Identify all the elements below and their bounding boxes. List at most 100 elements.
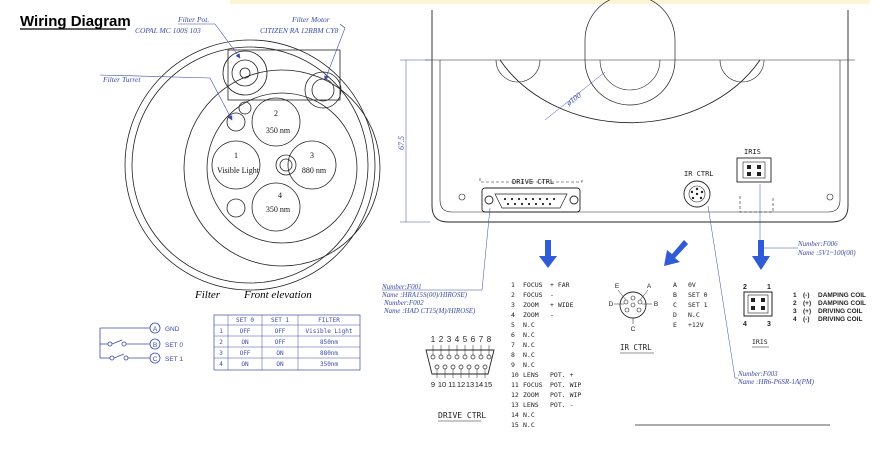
- pin-num: 12: [511, 391, 519, 399]
- pin-polarity: (-): [803, 292, 810, 299]
- page-title: Wiring Diagram: [20, 13, 131, 30]
- caption-filter: Filter: [194, 289, 221, 301]
- pin-func: FOCUS: [523, 381, 543, 389]
- pin-letter: E: [673, 321, 677, 329]
- table-cell: 1: [219, 328, 223, 335]
- filter-callouts: Filter Pot. COPAL MC 100S 103 Filter Mot…: [102, 15, 339, 84]
- db15-pins: [430, 354, 492, 370]
- callout-filter-turret: Filter Turret: [102, 75, 141, 84]
- pin-func: SET 1: [688, 301, 708, 309]
- filter-turret-inner-circle: [206, 92, 358, 244]
- window-2-num: 2: [274, 109, 278, 118]
- pin-letter: D: [673, 311, 677, 319]
- switch-gnd: GND: [165, 326, 180, 333]
- pin-polarity: (+): [803, 308, 811, 315]
- housing-iris-label: IRIS: [744, 148, 761, 156]
- pin-number: 6: [471, 335, 476, 344]
- top-band: [230, 0, 870, 4]
- pin-number: 2: [439, 335, 444, 344]
- pin-func: FOCUS: [523, 281, 543, 289]
- ir-ctrl-pin-letters: A B C D E: [609, 283, 659, 333]
- pin-polarity: (+): [803, 300, 811, 307]
- table-cell: 3: [219, 350, 223, 357]
- pin-letter: E: [615, 283, 620, 290]
- pin-number: 3: [767, 321, 771, 328]
- filter-turret-circle: [183, 69, 381, 267]
- pin-func: N.C: [523, 411, 535, 419]
- pin-letter: A: [647, 283, 652, 290]
- pin-number: 4: [793, 316, 797, 323]
- pin-number: 2: [743, 284, 747, 291]
- table-header-set1: SET 1: [271, 317, 289, 324]
- lens-bore-arc: [499, 59, 761, 124]
- pin-func: +12V: [688, 321, 704, 329]
- ir-ctrl-detail: A B C D E IR CTRL: [609, 283, 659, 354]
- filter-callout-leaders: [99, 23, 346, 121]
- iris-housing-pins: [747, 165, 761, 176]
- dimension-diameter: ø100: [564, 91, 583, 109]
- housing-outline: [431, 10, 849, 223]
- dimension-lines: [400, 59, 606, 223]
- pin-func: N.C: [523, 321, 535, 329]
- pin-detail: POT. +: [550, 371, 574, 379]
- connector-callout-leaders: [382, 184, 798, 379]
- pin-num: 7: [511, 341, 515, 349]
- pin-num: 6: [511, 331, 515, 339]
- ir-ctrl-connector: [683, 180, 711, 208]
- window-4-label: 350 nm: [266, 205, 291, 214]
- pin-number: 13: [466, 380, 474, 389]
- callout-f006-name: Name :5V1~100(00): [797, 249, 856, 257]
- pin-num: 13: [511, 401, 519, 409]
- pin-num: 2: [511, 291, 515, 299]
- turret-hub: [275, 154, 297, 176]
- drive-ctrl-housing-pins: [503, 197, 556, 206]
- switch-pin-letters: A B C: [153, 326, 158, 363]
- pin-number: 1: [767, 284, 771, 291]
- table-cell: ON: [241, 339, 249, 346]
- pin-func: DAMPING COIL: [818, 292, 866, 299]
- pin-letter: C: [631, 326, 636, 333]
- pin-detail: + FAR: [550, 281, 570, 289]
- drive-ctrl-arrow: [539, 240, 557, 268]
- motor-bracket: [227, 49, 341, 101]
- table-header-filter: FILTER: [318, 317, 340, 324]
- pin-letter: D: [609, 301, 614, 308]
- pin-func: DAMPING COIL: [818, 300, 866, 307]
- callout-f002-number: Number:F002: [383, 299, 424, 307]
- ir-ctrl-housing-pins: [690, 187, 704, 200]
- table-cell: OFF: [275, 328, 286, 335]
- table-cell: Visible Light: [306, 328, 353, 335]
- pin-number: 4: [743, 321, 747, 328]
- pin-number: 10: [438, 380, 446, 389]
- filter-window-labels: 2 350 nm 1 Visible Light 3 880 nm 4 350 …: [217, 109, 327, 214]
- iris-arrow: [752, 240, 770, 270]
- pin-number: 12: [457, 380, 465, 389]
- ir-ctrl-caption: IR CTRL: [620, 343, 652, 352]
- pin-detail: -: [550, 311, 554, 319]
- switch-labels: GND SET 0 SET 1: [165, 326, 183, 363]
- switch-pin-b: B: [153, 342, 157, 349]
- gear-small-3: [226, 198, 246, 218]
- drive-ctrl-detail: 1 2 3 4 5 6 7 8 9 10 11 12 13 14 15 DRIV…: [425, 335, 495, 422]
- lens-mount: [584, 0, 676, 106]
- callout-filter-pot: Filter Pot.: [177, 15, 209, 24]
- pin-detail: POT. -: [550, 401, 573, 409]
- window-1-num: 1: [234, 151, 238, 160]
- switch-schematic: [99, 322, 161, 364]
- pin-number: 1: [431, 335, 436, 344]
- pin-num: 3: [511, 301, 515, 309]
- connector-callouts: Number:F001 Name :HRA15S(00)/HIROSE) Num…: [381, 240, 856, 386]
- pin-num: 4: [511, 311, 515, 319]
- pin-func: ZOOM: [523, 311, 539, 319]
- drive-ctrl-caption: DRIVE CTRL: [438, 411, 486, 420]
- table-header-set0: SET 0: [236, 317, 254, 324]
- gear-small-1: [238, 101, 252, 115]
- pin-letter: C: [673, 301, 677, 309]
- pin-func: SET 0: [688, 291, 708, 299]
- window-3-num: 3: [310, 151, 314, 160]
- pin-number: 5: [463, 335, 468, 344]
- iris-pin-numbers: 2 1 4 3: [743, 284, 771, 328]
- pin-num: 15: [511, 421, 519, 429]
- db15-top-pin-numbers: 1 2 3 4 5 6 7 8: [431, 335, 492, 344]
